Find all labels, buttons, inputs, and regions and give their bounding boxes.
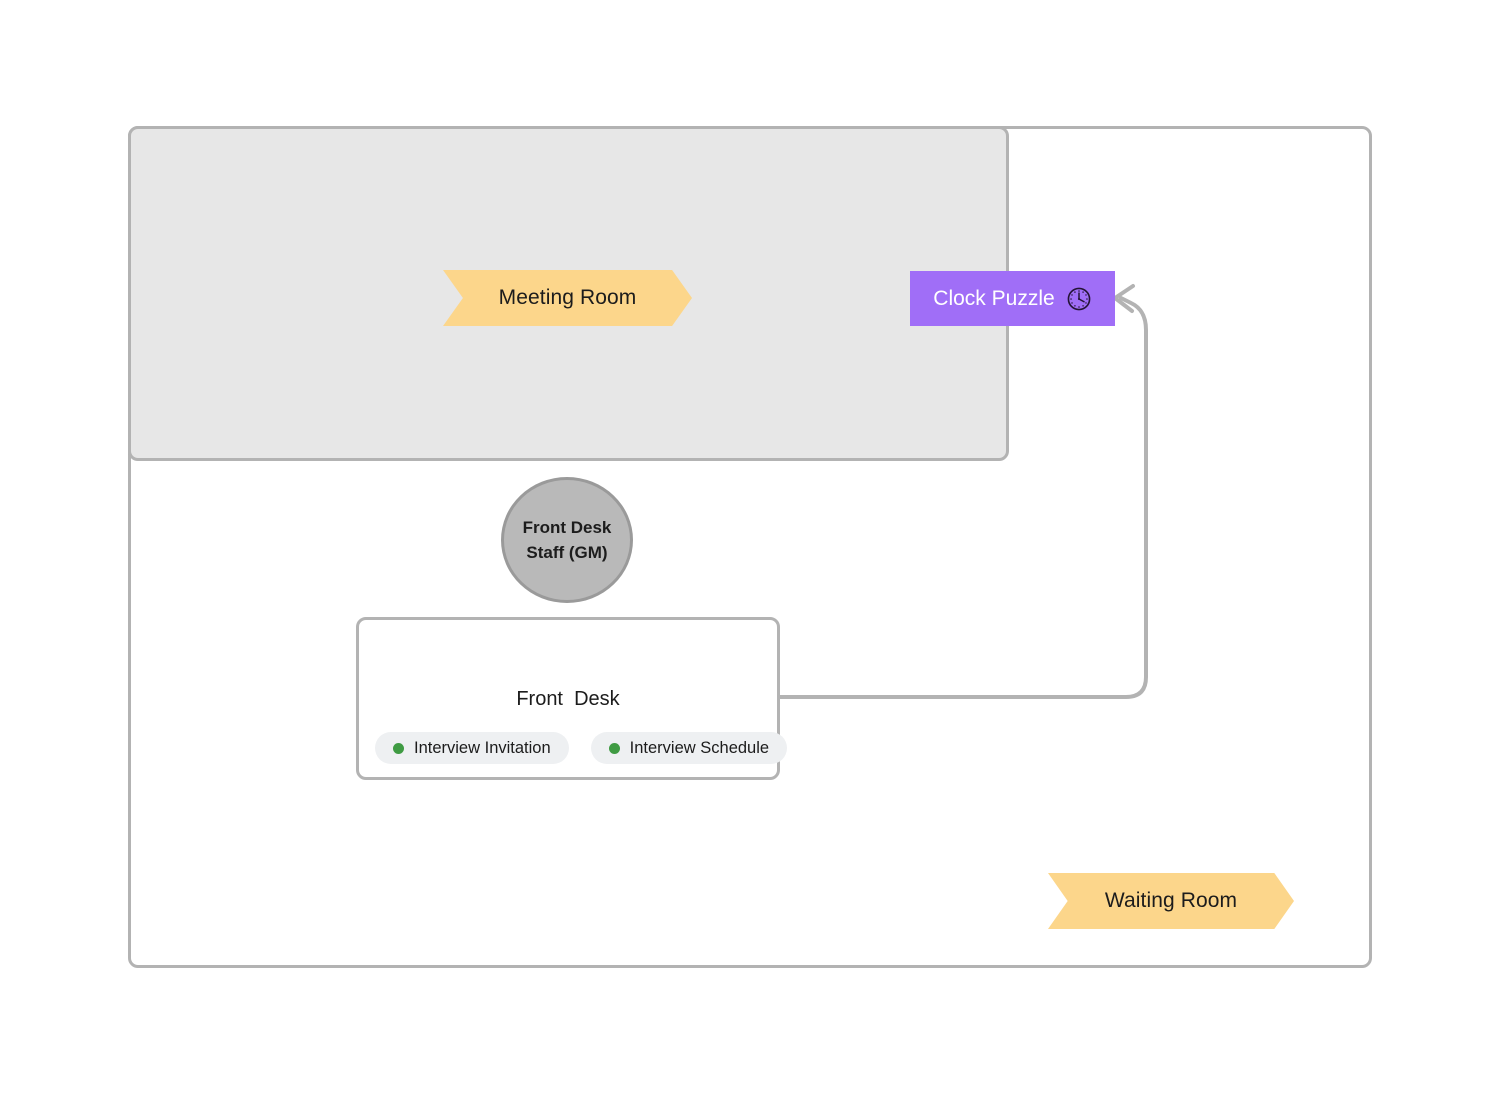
banner-waiting-room[interactable]: Waiting Room [1048, 873, 1294, 929]
banner-meeting-room-label: Meeting Room [498, 286, 637, 309]
list-item[interactable]: Interview Invitation [375, 732, 569, 764]
banner-meeting-room[interactable]: Meeting Room [443, 270, 692, 326]
banner-waiting-room-label: Waiting Room [1104, 889, 1238, 912]
front-desk-card[interactable]: Front Desk Interview Invitation Intervie… [356, 617, 788, 780]
actor-label-line1: Front Desk [522, 517, 612, 537]
list-item[interactable]: Interview Schedule [590, 732, 788, 764]
node-clock-puzzle-label: Clock Puzzle [933, 286, 1055, 310]
actor-front-desk-staff[interactable]: Front Desk Staff (GM) [501, 477, 633, 603]
front-desk-item-list: Interview Invitation Interview Schedule [375, 732, 788, 764]
clock-icon [1067, 287, 1091, 310]
list-item-label: Interview Invitation [414, 738, 551, 757]
actor-label-line2: Staff (GM) [526, 542, 608, 562]
status-dot-icon [393, 742, 404, 754]
front-desk-card-title: Front Desk [516, 688, 620, 710]
node-clock-puzzle[interactable]: Clock Puzzle [910, 271, 1115, 326]
list-item-label: Interview Schedule [629, 738, 770, 757]
status-dot-icon [608, 742, 620, 754]
